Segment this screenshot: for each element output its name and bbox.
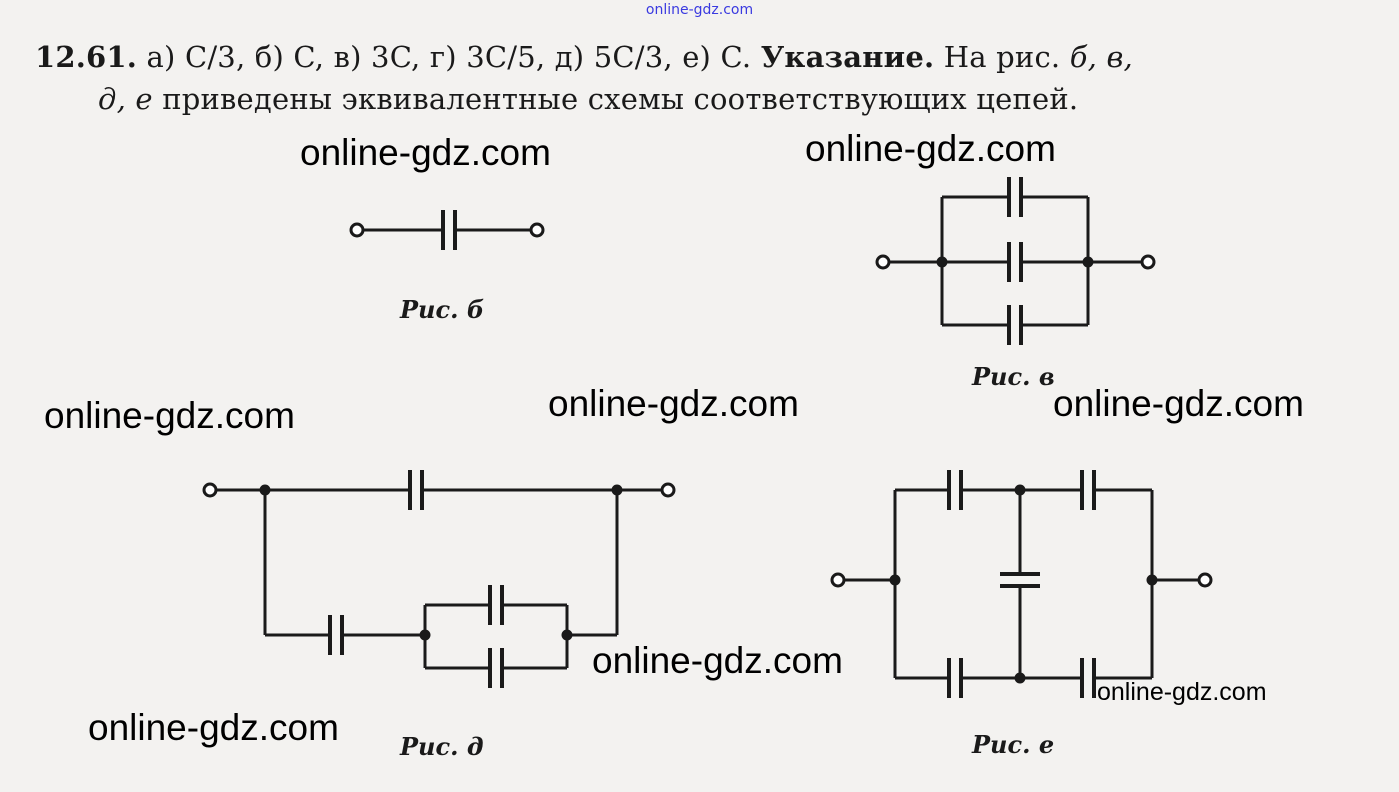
answer-line-2: д, е приведены эквивалентные схемы соотв… (98, 82, 1078, 116)
watermark: online-gdz.com (44, 395, 295, 436)
caption-fig-e: Рис. е (972, 730, 1055, 759)
watermark: online-gdz.com (1097, 678, 1267, 706)
line1-tail: На рис. (934, 40, 1070, 74)
hint-label: Указание. (760, 40, 935, 74)
watermark: online-gdz.com (300, 132, 551, 173)
fig-refs-2: д, е (98, 82, 153, 116)
circuit-v (875, 177, 1156, 345)
caption-fig-b: Рис. б (400, 295, 485, 324)
circuit-d (202, 470, 676, 688)
fig-refs-1: б, в, (1069, 40, 1133, 74)
line2-text: приведены эквивалентные схемы соответств… (152, 82, 1079, 116)
watermark: online-gdz.com (548, 383, 799, 424)
caption-fig-d: Рис. д (400, 732, 484, 761)
watermark: online-gdz.com (805, 128, 1056, 169)
circuit-b (349, 210, 545, 250)
caption-fig-v: Рис. в (972, 362, 1055, 391)
answer-line-1: 12.61. а) C/3, б) C, в) 3C, г) 3C/5, д) … (35, 40, 1133, 74)
watermark: online-gdz.com (88, 707, 339, 748)
watermark: online-gdz.com (592, 640, 843, 681)
problem-number: 12.61. (35, 40, 138, 74)
watermark: online-gdz.com (1053, 383, 1304, 424)
top-watermark: online-gdz.com (645, 2, 754, 18)
answers: а) C/3, б) C, в) 3C, г) 3C/5, д) 5C/3, е… (137, 40, 761, 74)
circuit-e (830, 470, 1213, 698)
